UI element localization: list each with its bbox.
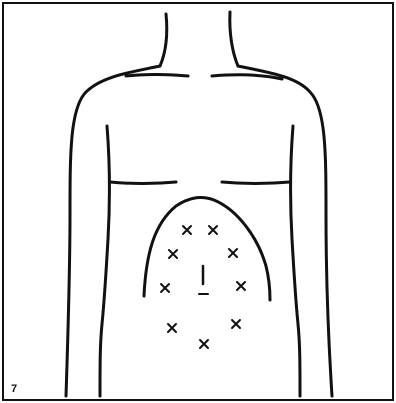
right-arm-inner (291, 126, 300, 396)
x-mark-icon (183, 226, 191, 234)
umbilicus-icon (199, 266, 208, 294)
x-mark-icon (229, 249, 237, 257)
x-mark-icon (237, 282, 245, 290)
right-arm-outer (238, 66, 332, 396)
right-chest-line (222, 182, 290, 184)
x-mark-icon (169, 250, 177, 258)
x-mark-icon (161, 284, 169, 292)
left-chest-line (110, 182, 176, 184)
x-mark-icon (168, 324, 176, 332)
x-mark-icon (232, 320, 240, 328)
x-mark-icon (200, 340, 208, 348)
neck-right-line (230, 12, 238, 66)
left-arm-outer (66, 66, 160, 396)
left-collarbone (126, 75, 188, 77)
torso-outline-icon (66, 12, 332, 396)
x-mark-icon (209, 226, 217, 234)
neck-left-line (160, 14, 167, 66)
torso-diagram (4, 4, 394, 401)
right-collarbone (212, 75, 282, 79)
figure-number: 7 (11, 383, 17, 395)
left-arm-inner (100, 126, 109, 396)
injection-sites (161, 226, 245, 348)
